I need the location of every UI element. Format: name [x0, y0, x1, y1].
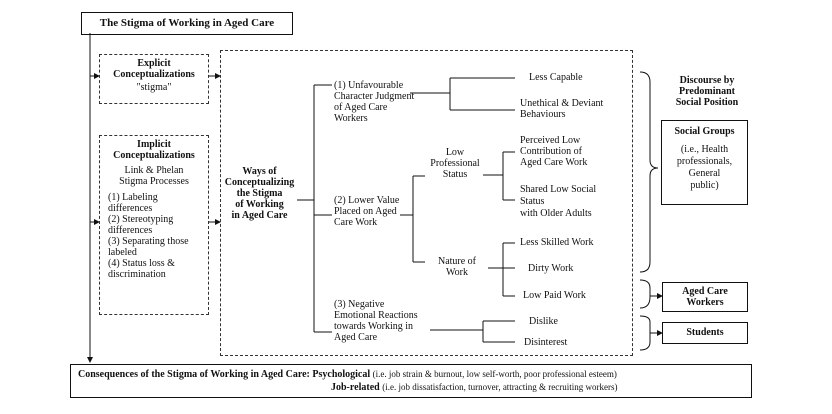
ways-label: in Aged Care	[231, 210, 288, 221]
leaf-less-skilled: Less Skilled Work	[520, 237, 594, 248]
leaf-low-paid: Low Paid Work	[523, 290, 586, 301]
leaf-shared: Status	[520, 196, 545, 207]
branch3-label: Emotional Reactions	[334, 310, 418, 321]
consequences-line-1: Consequences of the Stigma of Working in…	[78, 369, 617, 380]
branch1-label: of Aged Care	[334, 102, 388, 113]
consequences-psych-detail: (i.e. job strain & burnout, low self-wor…	[372, 369, 617, 379]
leaf-dirty: Dirty Work	[528, 263, 574, 274]
explicit-sub: "stigma"	[136, 82, 172, 93]
branch1-label: Workers	[334, 113, 368, 124]
ways-label: of Working	[235, 199, 284, 210]
implicit-heading-2: Conceptualizations	[113, 150, 195, 161]
leaf-unethical: Behaviours	[520, 109, 566, 120]
branch1-label: Character Judgment	[334, 91, 415, 102]
implicit-item: (1) Labeling	[108, 192, 158, 203]
social-groups-line: (i.e., Health	[680, 144, 729, 155]
workers-brace	[639, 279, 651, 309]
aged-care-workers-label: Aged Care	[682, 286, 728, 297]
consequences-job: Job-related	[331, 382, 380, 393]
leaf-dislike: Dislike	[529, 316, 558, 327]
leaf-less-capable: Less Capable	[529, 72, 583, 83]
branch3-label: towards Working in	[334, 321, 414, 332]
ways-label: Conceptualizing	[224, 177, 295, 188]
implicit-item: (4) Status loss &	[108, 258, 175, 269]
social-groups-line: General	[688, 168, 721, 179]
leaf-disinterest: Disinterest	[524, 337, 568, 348]
social-groups-title: Social Groups	[674, 126, 735, 137]
implicit-box	[99, 135, 209, 315]
main-frame	[220, 50, 633, 356]
discourse-heading: Predominant	[679, 86, 735, 97]
branch3-label: (3) Negative	[334, 299, 385, 310]
implicit-item: discrimination	[108, 269, 166, 280]
explicit-box	[99, 54, 209, 104]
implicit-item: labeled	[108, 247, 137, 258]
low-prof-label: Professional	[430, 158, 480, 169]
branch2-label: (2) Lower Value	[334, 195, 400, 206]
leaf-shared: Shared Low Social	[520, 184, 597, 195]
implicit-sub-2: Stigma Processes	[119, 176, 189, 187]
explicit-heading-2: Conceptualizations	[113, 69, 195, 80]
consequences-lead: Consequences of the Stigma of Working in…	[78, 369, 310, 380]
consequences-line-2: Job-related (i.e. job dissatisfaction, t…	[331, 382, 618, 393]
implicit-item: (3) Separating those	[108, 236, 189, 247]
students-box	[662, 322, 748, 344]
leaf-perceived: Perceived Low	[520, 135, 581, 146]
consequences-job-detail: (i.e. job dissatisfaction, turnover, att…	[382, 382, 618, 392]
social-groups-brace	[639, 71, 659, 273]
low-prof-label: Low	[445, 147, 465, 158]
social-groups-line: professionals,	[676, 156, 733, 167]
students-label: Students	[686, 327, 724, 338]
title-box	[81, 12, 293, 35]
branch2-label: Placed on Aged	[334, 206, 397, 217]
discourse-heading: Discourse by	[679, 75, 735, 86]
consequences-psych: Psychological	[312, 369, 371, 380]
nature-label: Nature of	[437, 256, 477, 267]
implicit-item: differences	[108, 203, 153, 214]
leaf-perceived: Contribution of	[520, 146, 582, 157]
aged-care-workers-box	[662, 282, 748, 312]
diagram-title: The Stigma of Working in Aged Care	[99, 17, 275, 29]
ways-label: the Stigma	[236, 188, 283, 199]
implicit-sub-1: Link & Phelan	[124, 165, 184, 176]
consequences-box	[70, 364, 752, 398]
implicit-heading-1: Implicit	[137, 139, 171, 150]
implicit-item: (2) Stereotyping	[108, 214, 174, 225]
implicit-item: differences	[108, 225, 153, 236]
social-groups-box	[661, 120, 748, 205]
leaf-shared: with Older Adults	[520, 208, 592, 219]
branch2-label: Care Work	[334, 217, 378, 228]
leaf-perceived: Aged Care Work	[520, 157, 588, 168]
branch3-label: Aged Care	[334, 332, 378, 343]
aged-care-workers-label: Workers	[686, 297, 724, 308]
nature-label: Work	[446, 267, 468, 278]
social-groups-line: public)	[690, 180, 719, 191]
branch1-label: (1) Unfavourable	[334, 80, 404, 91]
discourse-heading: Social Position	[675, 97, 739, 108]
leaf-unethical: Unethical & Deviant	[520, 98, 604, 109]
explicit-heading-1: Explicit	[137, 58, 171, 69]
ways-label: Ways of	[242, 166, 277, 177]
students-brace	[639, 315, 651, 351]
low-prof-label: Status	[442, 169, 468, 180]
